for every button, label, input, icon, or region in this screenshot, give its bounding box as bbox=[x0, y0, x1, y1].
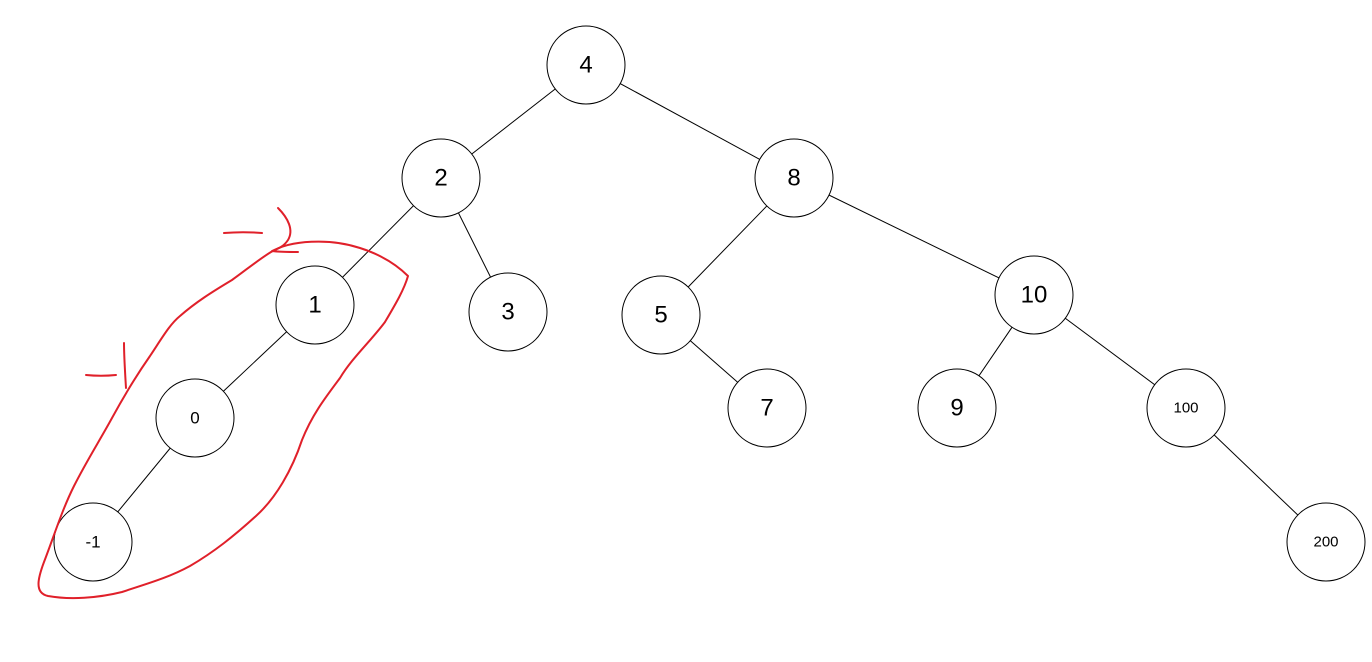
tree-node-n200: 200 bbox=[1286, 502, 1366, 582]
node-circle bbox=[727, 368, 807, 448]
tree-node-n0: 0 bbox=[155, 378, 235, 458]
node-label: 1 bbox=[308, 292, 321, 319]
node-circle bbox=[546, 25, 626, 105]
node-label: 2 bbox=[434, 165, 447, 192]
tree-node-nm1: -1 bbox=[53, 502, 133, 582]
node-circle bbox=[917, 368, 997, 448]
tree-node-n2: 2 bbox=[401, 138, 481, 218]
node-circle bbox=[53, 502, 133, 582]
annotation-loop bbox=[37, 240, 409, 600]
node-circle bbox=[754, 138, 834, 218]
node-label: 8 bbox=[787, 165, 800, 192]
handwritten-annotation bbox=[37, 207, 409, 600]
node-label: 5 bbox=[654, 302, 667, 329]
tree-node-n4: 4 bbox=[546, 25, 626, 105]
node-circle bbox=[1286, 502, 1366, 582]
node-label: 9 bbox=[950, 395, 963, 422]
node-circle bbox=[1146, 368, 1226, 448]
node-label: 200 bbox=[1313, 534, 1338, 551]
tree-node-n1: 1 bbox=[275, 265, 355, 345]
tree-node-n5: 5 bbox=[621, 275, 701, 355]
node-circle bbox=[994, 255, 1074, 335]
annotation-mark-upper-curve bbox=[271, 207, 299, 253]
node-circle bbox=[401, 138, 481, 218]
tree-node-n8: 8 bbox=[754, 138, 834, 218]
node-circle bbox=[155, 378, 235, 458]
tree-node-n7: 7 bbox=[727, 368, 807, 448]
node-label: -1 bbox=[85, 533, 100, 552]
tree-node-n100: 100 bbox=[1146, 368, 1226, 448]
node-label: 10 bbox=[1021, 282, 1048, 309]
node-label: 7 bbox=[760, 395, 773, 422]
node-circle bbox=[621, 275, 701, 355]
annotation-mark-lower-tick bbox=[123, 342, 127, 389]
edge-n8-n10 bbox=[793, 177, 1035, 296]
tree-node-n3: 3 bbox=[468, 272, 548, 352]
node-label: 100 bbox=[1173, 400, 1198, 417]
node-label: 0 bbox=[190, 409, 199, 428]
node-circle bbox=[275, 265, 355, 345]
tree-node-n10: 10 bbox=[994, 255, 1074, 335]
tree-node-n9: 9 bbox=[917, 368, 997, 448]
node-label: 3 bbox=[501, 299, 514, 326]
node-circle bbox=[468, 272, 548, 352]
annotation-mark-lower-dash bbox=[85, 374, 117, 377]
annotation-mark-upper-dash bbox=[223, 231, 263, 234]
node-label: 4 bbox=[579, 52, 592, 79]
